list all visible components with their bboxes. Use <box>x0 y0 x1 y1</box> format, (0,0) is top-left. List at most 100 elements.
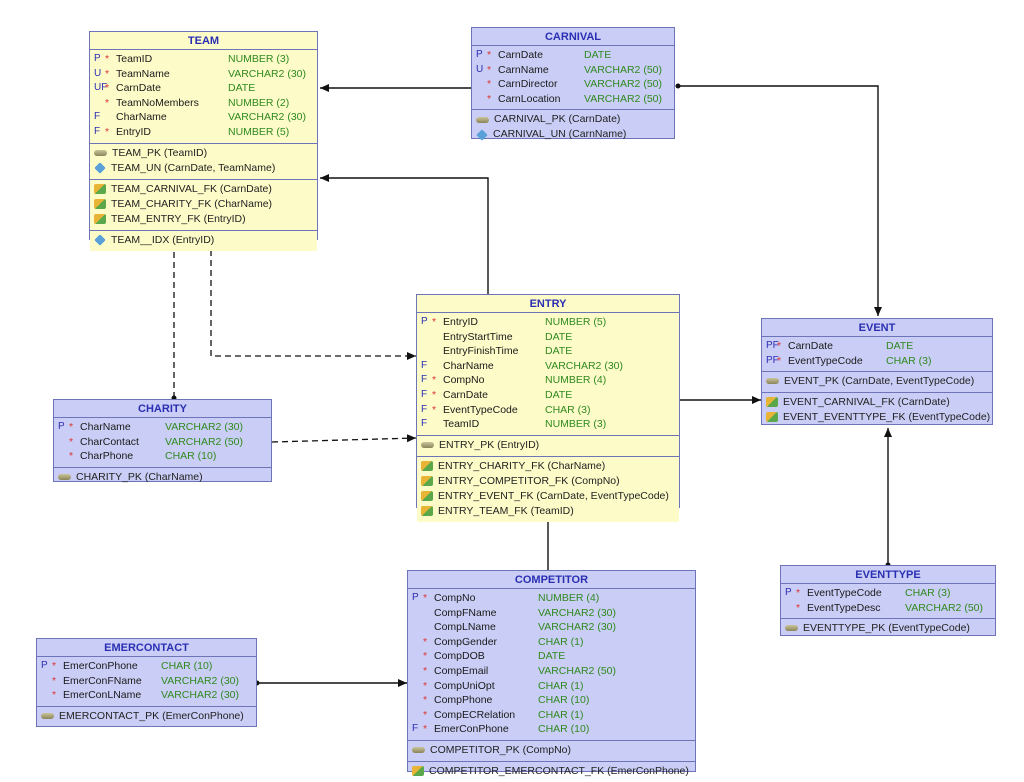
unique-key-icon <box>476 128 488 141</box>
mandatory-marker: * <box>69 421 74 433</box>
mandatory-marker: * <box>487 63 492 76</box>
mandatory-marker: * <box>105 96 110 109</box>
constraint-row: TEAM_PK (TeamID) <box>90 146 317 161</box>
column-name: TeamNoMembers <box>116 96 199 109</box>
column-type: VARCHAR2 (30) <box>545 359 623 372</box>
table-title: EVENT <box>762 319 992 337</box>
constraint-label: TEAM_CHARITY_FK (CharName) <box>111 197 273 210</box>
column-name: CharContact <box>80 435 139 448</box>
mandatory-marker: * <box>432 388 437 401</box>
mandatory-marker: * <box>105 53 110 65</box>
column-type: VARCHAR2 (30) <box>538 621 616 634</box>
constraint-row: ENTRY_EVENT_FK (CarnDate, EventTypeCode) <box>417 489 679 504</box>
column-name: EmerConLName <box>63 689 142 702</box>
foreign-key-icon <box>766 397 778 408</box>
column-key-flag: F <box>421 388 428 400</box>
column-key-flag: PF <box>766 354 779 366</box>
column-key-flag: P <box>785 587 792 598</box>
column-type: VARCHAR2 (50) <box>584 92 662 105</box>
column-name: CarnDirector <box>498 78 558 91</box>
mandatory-marker: * <box>487 92 492 105</box>
rel-entry-team <box>320 174 489 294</box>
primary-key-icon <box>94 149 107 156</box>
constraint-row: CHARITY_PK (CharName) <box>54 470 271 485</box>
foreign-key-icon <box>421 475 433 486</box>
foreign-keys: ENTRY_CHARITY_FK (CharName)ENTRY_COMPETI… <box>417 456 679 522</box>
column-type: VARCHAR2 (30) <box>161 689 239 702</box>
mandatory-marker: * <box>777 340 782 352</box>
mandatory-marker: * <box>432 403 437 416</box>
constraint-label: EVENT_EVENTTYPE_FK (EventTypeCode) <box>783 411 991 424</box>
column-key-flag: F <box>421 359 428 371</box>
primary-key-icon <box>412 747 425 754</box>
column-name: CompECRelation <box>434 708 516 721</box>
column-name: TeamID <box>116 53 153 65</box>
column-type: VARCHAR2 (30) <box>228 67 306 80</box>
column-name: EntryID <box>116 125 152 138</box>
column-type: CHAR (10) <box>538 694 590 707</box>
column-key-flag: P <box>412 592 419 603</box>
table-title: COMPETITOR <box>408 571 695 589</box>
column-key-flag: F <box>412 723 419 735</box>
mandatory-marker: * <box>777 354 782 367</box>
column-type: VARCHAR2 (50) <box>584 63 662 76</box>
column-type: NUMBER (5) <box>228 125 290 138</box>
column-row: * TeamNoMembers NUMBER (2) <box>90 96 317 111</box>
constraint-label: CHARITY_PK (CharName) <box>76 470 203 483</box>
constraint-label: ENTRY_COMPETITOR_FK (CompNo) <box>438 474 620 487</box>
column-type: DATE <box>545 388 573 401</box>
constraint-label: TEAM_ENTRY_FK (EntryID) <box>111 212 246 225</box>
constraint-label: EVENT_CARNIVAL_FK (CarnDate) <box>783 396 950 409</box>
column-name: CharName <box>116 111 167 124</box>
indexes: TEAM__IDX (EntryID) <box>90 230 317 251</box>
column-type: NUMBER (5) <box>545 316 607 328</box>
column-key-flag: U <box>94 67 102 79</box>
keys: TEAM_PK (TeamID)TEAM_UN (CarnDate, TeamN… <box>90 143 317 180</box>
table-title: EVENTTYPE <box>781 566 995 584</box>
constraint-label: EVENTTYPE_PK (EventTypeCode) <box>803 622 970 635</box>
column-type: CHAR (1) <box>538 635 584 648</box>
mandatory-marker: * <box>487 78 492 91</box>
constraint-row: TEAM_ENTRY_FK (EntryID) <box>90 212 317 227</box>
constraint-label: COMPETITOR_PK (CompNo) <box>430 743 571 756</box>
column-key-flag: F <box>94 111 101 123</box>
column-name: CompGender <box>434 635 498 648</box>
column-name: EventTypeDesc <box>807 601 881 614</box>
constraint-row: EMERCONTACT_PK (EmerConPhone) <box>37 709 256 724</box>
column-type: NUMBER (2) <box>228 96 290 109</box>
foreign-key-icon <box>94 183 106 194</box>
keys: CHARITY_PK (CharName) <box>54 468 271 488</box>
foreign-key-icon <box>94 213 106 224</box>
column-key-flag: UF <box>94 82 108 94</box>
constraint-row: COMPETITOR_EMERCONTACT_FK (EmerConPhone) <box>408 764 695 779</box>
constraint-label: ENTRY_PK (EntryID) <box>439 438 540 451</box>
column-name: CharName <box>80 421 131 433</box>
constraint-label: ENTRY_EVENT_FK (CarnDate, EventTypeCode) <box>438 489 669 502</box>
foreign-key-icon <box>94 198 106 209</box>
column-name: CompUniOpt <box>434 679 495 692</box>
mandatory-marker: * <box>52 674 57 687</box>
column-type: VARCHAR2 (30) <box>538 606 616 619</box>
column-type: DATE <box>228 82 256 95</box>
